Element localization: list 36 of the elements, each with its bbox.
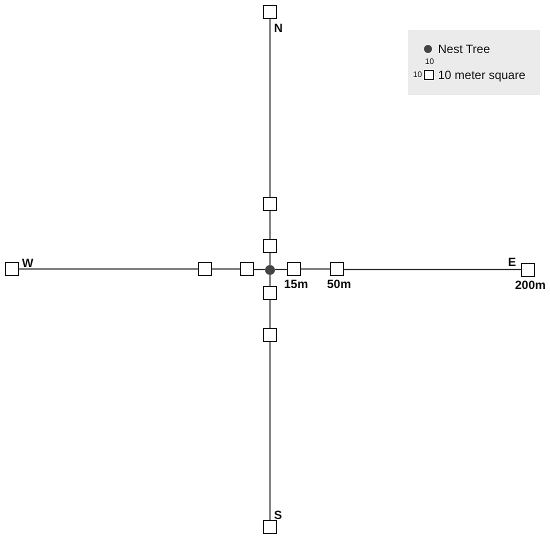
- transect-line: [269, 253, 271, 265]
- legend-label: 10 meter square: [438, 69, 526, 81]
- plot-square: [263, 286, 277, 300]
- plot-square: [263, 328, 277, 342]
- plot-square: [5, 262, 19, 276]
- transect-line: [344, 268, 521, 270]
- direction-label: W: [22, 257, 34, 269]
- plot-square: [287, 262, 301, 276]
- transect-line: [269, 342, 271, 520]
- plot-square: [240, 262, 254, 276]
- direction-label: E: [508, 256, 516, 268]
- dimension-label: 10: [425, 58, 434, 66]
- direction-label: N: [274, 22, 283, 34]
- legend-label: Nest Tree: [438, 43, 490, 55]
- transect-line: [254, 268, 265, 270]
- transect-line: [212, 268, 240, 270]
- plot-square: [263, 197, 277, 211]
- direction-label: S: [274, 509, 282, 521]
- transect-line: [301, 268, 330, 270]
- transect-line: [269, 211, 271, 239]
- nest-tree-dot: [265, 265, 275, 275]
- plot-square: [330, 262, 344, 276]
- plot-square: [521, 263, 535, 277]
- plot-square: [198, 262, 212, 276]
- distance-label: 15m: [284, 278, 308, 290]
- distance-label: 200m: [515, 279, 546, 291]
- dimension-label: 10: [413, 71, 422, 79]
- plot-square: [263, 5, 277, 19]
- transect-line: [275, 268, 287, 270]
- transect-line: [269, 275, 271, 286]
- distance-label: 50m: [327, 278, 352, 290]
- transect-line: [19, 268, 198, 270]
- plot-square: [263, 239, 277, 253]
- transect-line: [269, 19, 271, 197]
- transect-line: [269, 300, 271, 328]
- plot-square: [263, 520, 277, 534]
